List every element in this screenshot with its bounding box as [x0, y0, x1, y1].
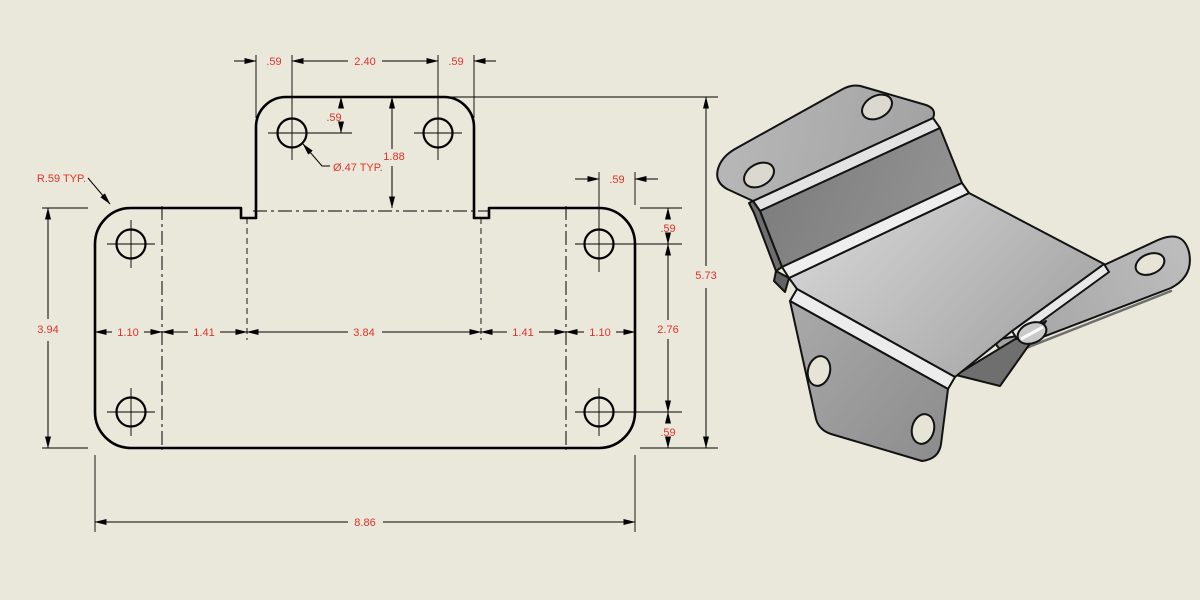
dim-chain-2[interactable]: 1.41	[193, 327, 214, 339]
iso-arm-hole[interactable]	[1132, 249, 1167, 279]
iso-bottom-flange-hole[interactable]	[909, 412, 938, 446]
iso-bottom-flange-face[interactable]	[789, 300, 949, 462]
dim-chain-1[interactable]: 1.10	[117, 327, 138, 339]
iso-arm-hole-highlight	[1020, 325, 1044, 341]
iso-bottom-flange-hole[interactable]	[805, 354, 834, 388]
dim-chain-4[interactable]: 1.41	[512, 327, 533, 339]
dim-right-top-offset[interactable]: .59	[660, 223, 675, 235]
dim-right-hole-edge[interactable]: .59	[609, 174, 624, 186]
dim-tab-left-margin[interactable]: .59	[266, 56, 281, 68]
iso-top-flange-hole[interactable]	[858, 90, 897, 125]
bend-lines	[161, 206, 567, 450]
iso-top-flange-hole[interactable]	[740, 158, 779, 193]
dim-tab-hole-spacing[interactable]: 2.40	[354, 56, 375, 68]
dim-plate-height[interactable]: 3.94	[37, 324, 58, 336]
dim-chain-3[interactable]: 3.84	[353, 327, 374, 339]
extension-lines	[42, 55, 718, 532]
dim-tab-height[interactable]: 1.88	[383, 151, 404, 163]
dim-tab-hole-offset[interactable]: .59	[326, 112, 341, 124]
isometric-view	[716, 84, 1191, 462]
iso-lower-bend-highlight	[781, 182, 970, 279]
flat-pattern-view: .59 2.40 .59 .59 1.88 Ø.47 TYP. R.59 TYP…	[37, 55, 718, 532]
flat-pattern-outline[interactable]	[93, 95, 637, 450]
dim-overall-width[interactable]: 8.86	[354, 517, 375, 529]
dim-chain-5[interactable]: 1.10	[589, 327, 610, 339]
note-corner-radius[interactable]: R.59 TYP.	[37, 173, 86, 185]
dim-overall-height[interactable]: 5.73	[695, 270, 716, 282]
dim-right-hole-span[interactable]: 2.76	[657, 324, 678, 336]
dim-tab-right-margin[interactable]: .59	[448, 56, 463, 68]
dim-right-bottom-offset[interactable]: .59	[660, 427, 675, 439]
iso-web-foot	[773, 270, 790, 293]
note-hole-diameter[interactable]: Ø.47 TYP.	[333, 162, 383, 174]
dimension-lines	[45, 58, 709, 525]
